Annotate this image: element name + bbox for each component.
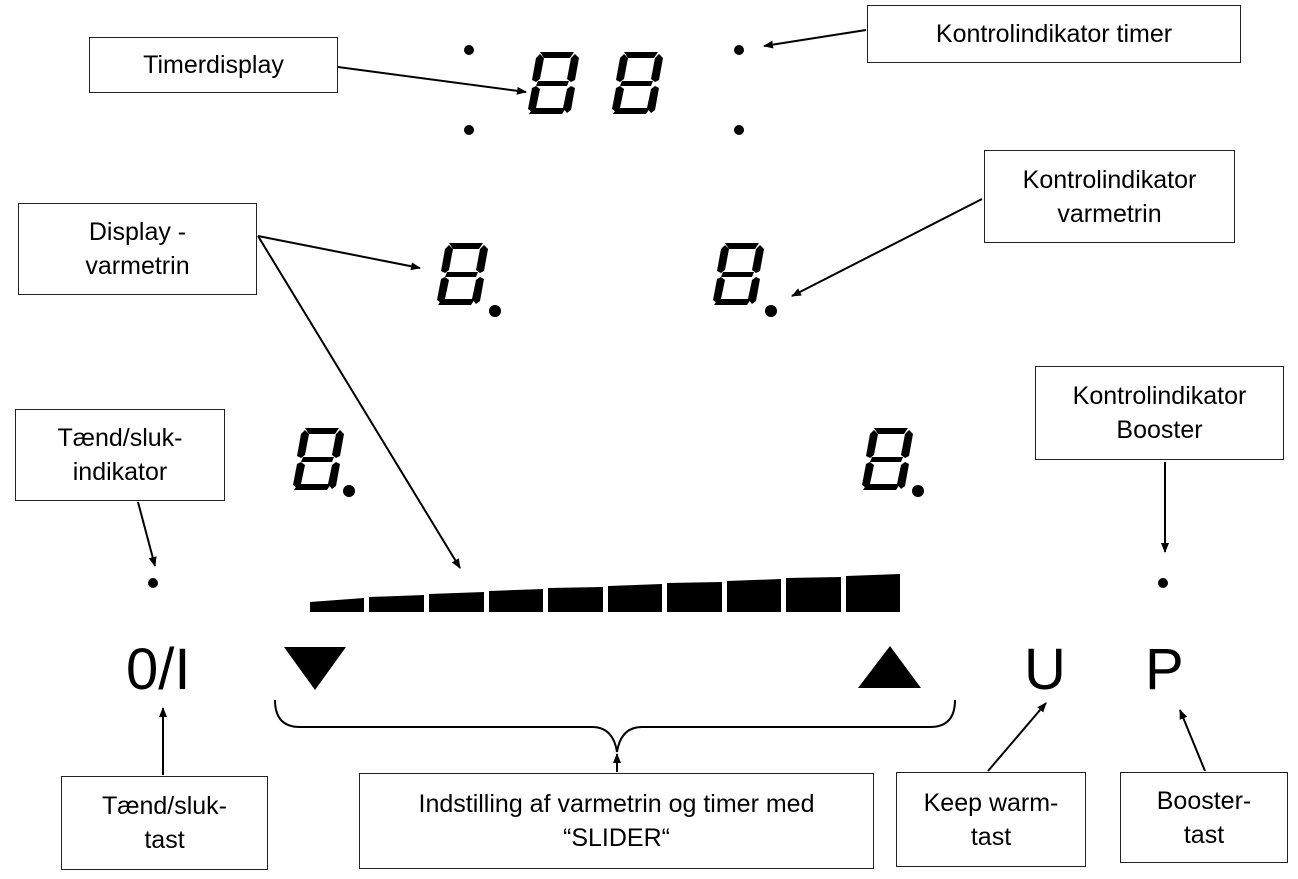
slider-segment-6[interactable] [608,584,662,612]
keep-warm-key-symbol[interactable]: U [1024,637,1066,702]
arrow-taend-indikator [137,501,157,567]
zone-dot-rear-left [489,305,501,317]
arrow-kontrol-timer [763,29,867,49]
slider-segment-5[interactable] [548,587,603,612]
timerdisplay-label: Timerdisplay [89,37,338,93]
slider-up-triangle-icon[interactable] [858,646,921,688]
kontrolindikator-booster-label: Kontrolindikator Booster [1035,366,1284,460]
booster-tast-label-text: Booster- tast [1156,786,1252,849]
slider-segment-4[interactable] [489,589,543,612]
taend-sluk-tast-label: Tænd/sluk- tast [61,776,268,870]
slider-segment-10[interactable] [846,574,900,612]
slider-down-triangle-icon[interactable] [284,647,346,690]
slider-label-text: Indstilling af varmetrin og timer med “S… [418,790,815,852]
arrow-keep-warm [987,702,1047,772]
taend-sluk-indikator-label: Tænd/sluk- indikator [15,409,225,501]
slider-segment-2[interactable] [369,595,424,612]
arrow-display-varmetrin [257,235,421,271]
kontrolindikator-timer-label-text: Kontrolindikator timer [935,20,1173,48]
zone-display-front-left [293,428,344,490]
slider-brace [274,699,956,753]
zone-display-rear-left [437,243,488,305]
kontrolindikator-booster-label-text: Kontrolindikator Booster [1072,382,1247,444]
kontrolindikator-varmetrin-label: Kontrolindikator varmetrin [984,150,1235,243]
timer-indicator-dot-bottom [734,125,744,135]
keep-warm-tast-label: Keep warm- tast [896,772,1086,867]
taend-sluk-indikator-label-text: Tænd/sluk- indikator [57,424,183,486]
power-indicator-dot [148,578,158,588]
arrow-kontrol-varmetrin [791,198,983,297]
timerdisplay-label-text: Timerdisplay [143,51,284,79]
slider-bar[interactable] [310,574,900,612]
slider-segment-1[interactable] [310,598,364,612]
slider-segment-9[interactable] [786,577,841,612]
kontrolindikator-varmetrin-label-text: Kontrolindikator varmetrin [1022,165,1197,228]
booster-key-symbol[interactable]: P [1145,637,1184,702]
zone-display-front-right [862,428,913,490]
timer-digit-right [612,52,663,114]
arrow-booster-tast [1179,709,1206,772]
power-key-symbol[interactable]: 0/I [126,637,191,702]
taend-sluk-tast-label-text: Tænd/sluk- tast [101,792,228,854]
booster-indicator-dot [1158,578,1168,588]
timer-indicator-dot-top [734,45,744,55]
zone-display-rear-right [713,243,764,305]
timer-digit-left [528,52,579,114]
timer-dot-left-bottom [464,125,474,135]
arrow-display-slider [257,235,461,569]
arrow-timerdisplay [337,66,527,95]
kontrolindikator-timer-label: Kontrolindikator timer [867,5,1241,63]
timer-dot-left-top [464,45,474,55]
zone-indicator-dot-rear-right [765,305,777,317]
slider-segment-7[interactable] [667,582,722,612]
zone-dot-front-right [912,485,924,497]
slider-label: Indstilling af varmetrin og timer med “S… [359,773,874,869]
display-varmetrin-label-text: Display - varmetrin [85,218,190,280]
booster-tast-label: Booster- tast [1120,772,1288,863]
slider-segment-3[interactable] [429,592,484,612]
slider-segment-8[interactable] [727,579,781,612]
keep-warm-tast-label-text: Keep warm- tast [923,788,1059,851]
zone-dot-front-left [343,485,355,497]
display-varmetrin-label: Display - varmetrin [18,203,257,295]
